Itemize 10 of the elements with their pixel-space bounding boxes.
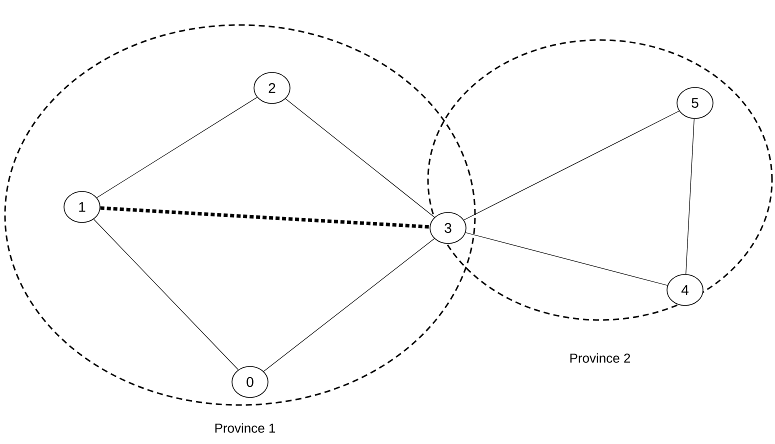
edge-line	[464, 110, 680, 220]
province-label: Province 1	[215, 423, 276, 433]
edge-line	[96, 97, 258, 198]
edge-line	[686, 118, 694, 274]
edge-line	[100, 206, 430, 229]
edge-line	[285, 98, 435, 218]
edge-line	[465, 232, 668, 286]
edge-line	[263, 238, 435, 372]
edge-line	[93, 218, 239, 370]
province-label: Province 2	[570, 353, 630, 363]
